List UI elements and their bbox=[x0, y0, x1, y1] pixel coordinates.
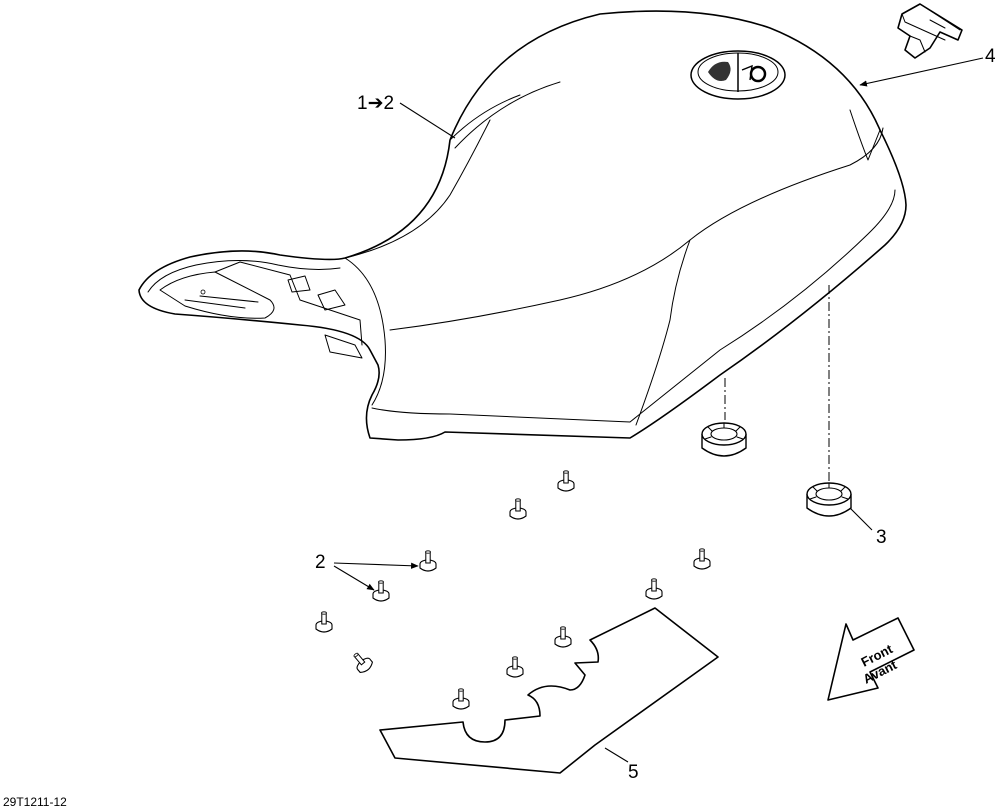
leader-pad bbox=[604, 747, 629, 763]
leader-pin-a bbox=[333, 562, 419, 569]
leader-grommet bbox=[849, 507, 873, 531]
grommet-left bbox=[701, 422, 747, 457]
seat-pad bbox=[379, 607, 719, 774]
grommet-right bbox=[806, 482, 852, 517]
leader-seat bbox=[399, 102, 456, 139]
callout-grommet: 3 bbox=[876, 527, 887, 548]
callout-pins: 2 bbox=[315, 552, 326, 573]
callout-latch: 4 bbox=[985, 46, 996, 67]
leader-latch bbox=[859, 57, 984, 87]
leader-pin-b bbox=[333, 565, 375, 591]
callout-seat: 1➔2 bbox=[357, 93, 394, 114]
seat bbox=[138, 10, 907, 441]
drawing-reference: 29T1211-12 bbox=[3, 795, 67, 809]
latch bbox=[897, 3, 963, 59]
callout-pad: 5 bbox=[628, 762, 639, 783]
front-direction-arrow: Front Avant bbox=[827, 617, 915, 701]
pin-fasteners bbox=[315, 470, 711, 710]
